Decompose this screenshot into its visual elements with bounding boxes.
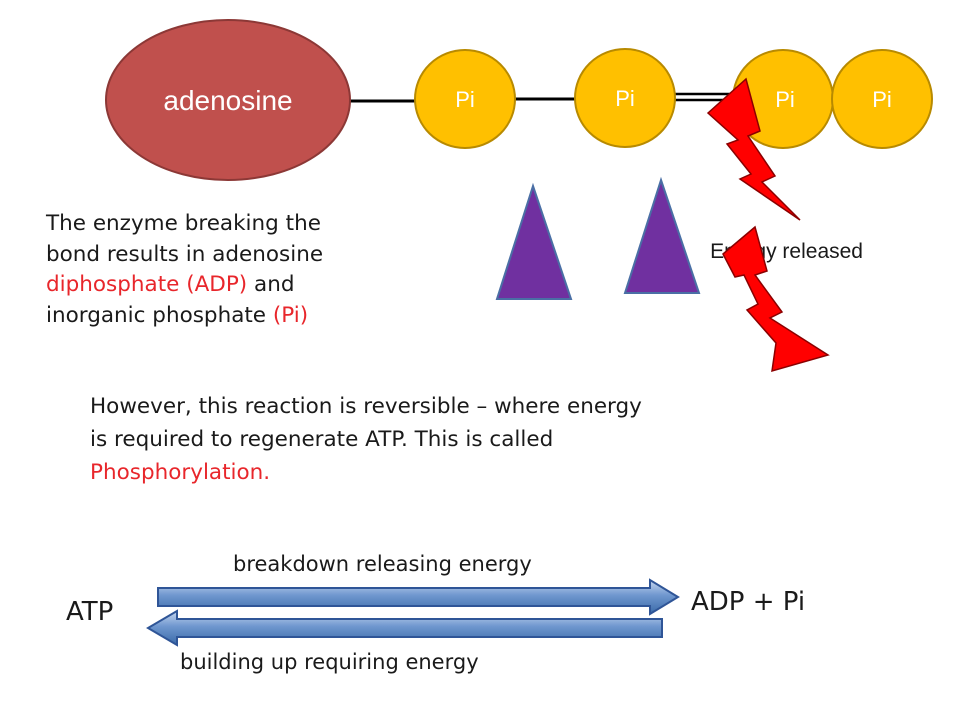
lightning-bolt-icon — [722, 225, 830, 373]
enzyme-text-line: bond results in adenosine — [46, 241, 324, 267]
phosphate-label: Pi — [775, 87, 795, 112]
reversible-text-line: However, this reaction is reversible – w… — [90, 394, 642, 419]
phosphate-label: Pi — [455, 87, 475, 112]
adenosine-label: adenosine — [163, 85, 292, 116]
reversible-text-line: is required to regenerate ATP. This is c… — [90, 427, 554, 452]
inorganic-phosphate-text: inorganic phosphate — [46, 302, 273, 328]
phosphate-circle — [831, 49, 933, 149]
forward-arrow — [157, 578, 680, 616]
adp-highlight: diphosphate (ADP) — [46, 272, 248, 297]
atp-term: ATP — [66, 597, 114, 627]
pi-highlight: (Pi) — [272, 302, 309, 328]
phosphate-label: Pi — [615, 86, 635, 111]
enzyme-text-line: inorganic phosphate (Pi) — [46, 301, 436, 332]
phosphate-circle — [414, 49, 516, 149]
forward-arrow-label: breakdown releasing energy — [233, 552, 532, 576]
lightning-bolt-icon — [706, 77, 801, 221]
reverse-arrow — [146, 609, 663, 647]
adp-pi-term: ADP + Pi — [691, 587, 806, 617]
enzyme-text-line: diphosphate (ADP) and — [46, 270, 436, 301]
phosphorylation-term: Phosphorylation. — [90, 460, 271, 485]
enzyme-text-line: The enzyme breaking the — [46, 211, 321, 236]
and-text: and — [247, 272, 295, 297]
enzyme-triangle — [495, 182, 573, 300]
enzyme-triangle — [623, 176, 701, 294]
reversible-explanation: However, this reaction is reversible – w… — [90, 390, 890, 489]
reverse-arrow-label: building up requiring energy — [180, 650, 479, 674]
adenosine-ellipse — [105, 19, 351, 181]
phosphate-label: Pi — [872, 87, 892, 112]
enzyme-explanation: The enzyme breaking the bond results in … — [46, 209, 436, 331]
phosphate-circle — [574, 48, 676, 148]
